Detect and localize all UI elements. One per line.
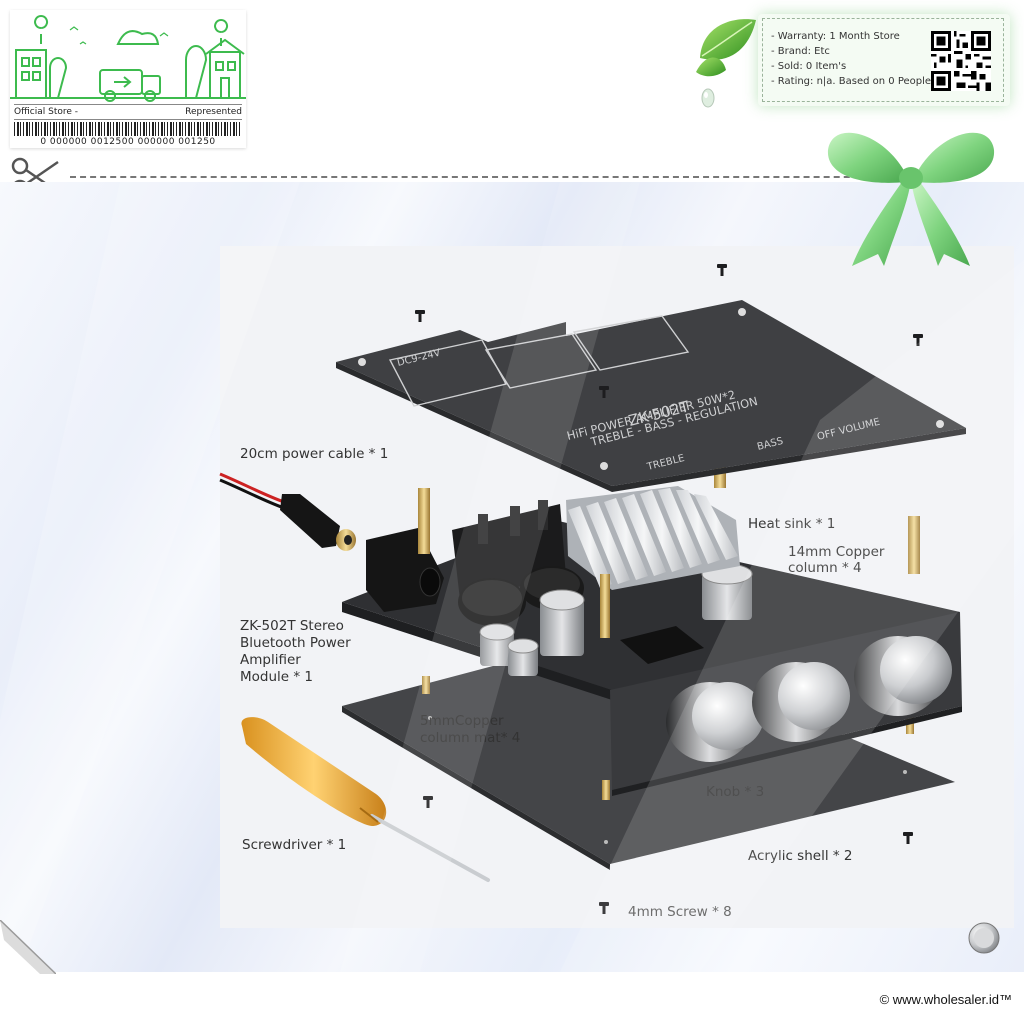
store-left-text: Official Store -	[14, 107, 79, 117]
store-badge: Official Store - Represented 0 000000 00…	[10, 10, 246, 148]
brand-text: - Brand: Etc	[771, 46, 830, 57]
top-shell: ZK-502T HiFi POWER AMPLIFIER 50W*2 TREBL…	[336, 300, 966, 492]
store-illustration-icon	[10, 15, 246, 102]
label-module-2: Bluetooth Power	[240, 635, 351, 651]
label-knob: Knob * 3	[706, 784, 764, 800]
label-copper-column-2: column * 4	[788, 560, 862, 576]
label-screw: 4mm Screw * 8	[628, 904, 732, 920]
label-acrylic-shell: Acrylic shell * 2	[748, 848, 853, 864]
label-copper-mat-1: 5mmCopper	[420, 713, 504, 729]
copper-pillar	[418, 488, 430, 554]
label-module-1: ZK-502T Stereo	[240, 618, 344, 634]
label-module-3: Amplifier	[240, 652, 301, 668]
label-power-cable: 20cm power cable * 1	[240, 446, 388, 462]
store-right-text: Represented	[185, 107, 242, 117]
leaf-icon	[696, 19, 756, 108]
screws	[415, 264, 923, 914]
sold-text: - Sold: 0 Item's	[771, 61, 847, 72]
barcode-icon	[14, 122, 242, 136]
aluminium-heatsink	[566, 486, 740, 590]
qr-code-icon	[931, 31, 991, 91]
product-scene: ZK-502T HiFi POWER AMPLIFIER 50W*2 TREBL…	[0, 182, 1024, 972]
screwdriver	[241, 717, 490, 882]
label-copper-column-1: 14mm Copper	[788, 544, 885, 560]
info-list: - Warranty: 1 Month Store - Brand: Etc -…	[771, 29, 931, 89]
rating-text: - Rating: n|a. Based on 0 People	[771, 76, 932, 87]
page-curl-icon	[0, 920, 56, 974]
info-card: - Warranty: 1 Month Store - Brand: Etc -…	[758, 14, 1010, 106]
label-heat-sink: Heat sink * 1	[748, 516, 835, 532]
label-module-4: Module * 1	[240, 669, 313, 685]
ribbon-bow-icon	[827, 132, 995, 266]
label-screwdriver: Screwdriver * 1	[242, 837, 346, 853]
info-card-border: - Warranty: 1 Month Store - Brand: Etc -…	[762, 18, 1004, 102]
knob-icon	[968, 922, 1000, 954]
power-cable	[219, 472, 356, 551]
warranty-text: - Warranty: 1 Month Store	[771, 31, 900, 42]
cut-line	[70, 176, 900, 178]
copyright-text: © www.wholesaler.id™	[879, 992, 1012, 1007]
barcode-text: 0 000000 0012500 000000 001250	[40, 137, 216, 147]
knobs	[666, 636, 952, 762]
label-copper-mat-2: column mat* 4	[420, 730, 520, 746]
store-row: Official Store - Represented	[14, 104, 242, 120]
